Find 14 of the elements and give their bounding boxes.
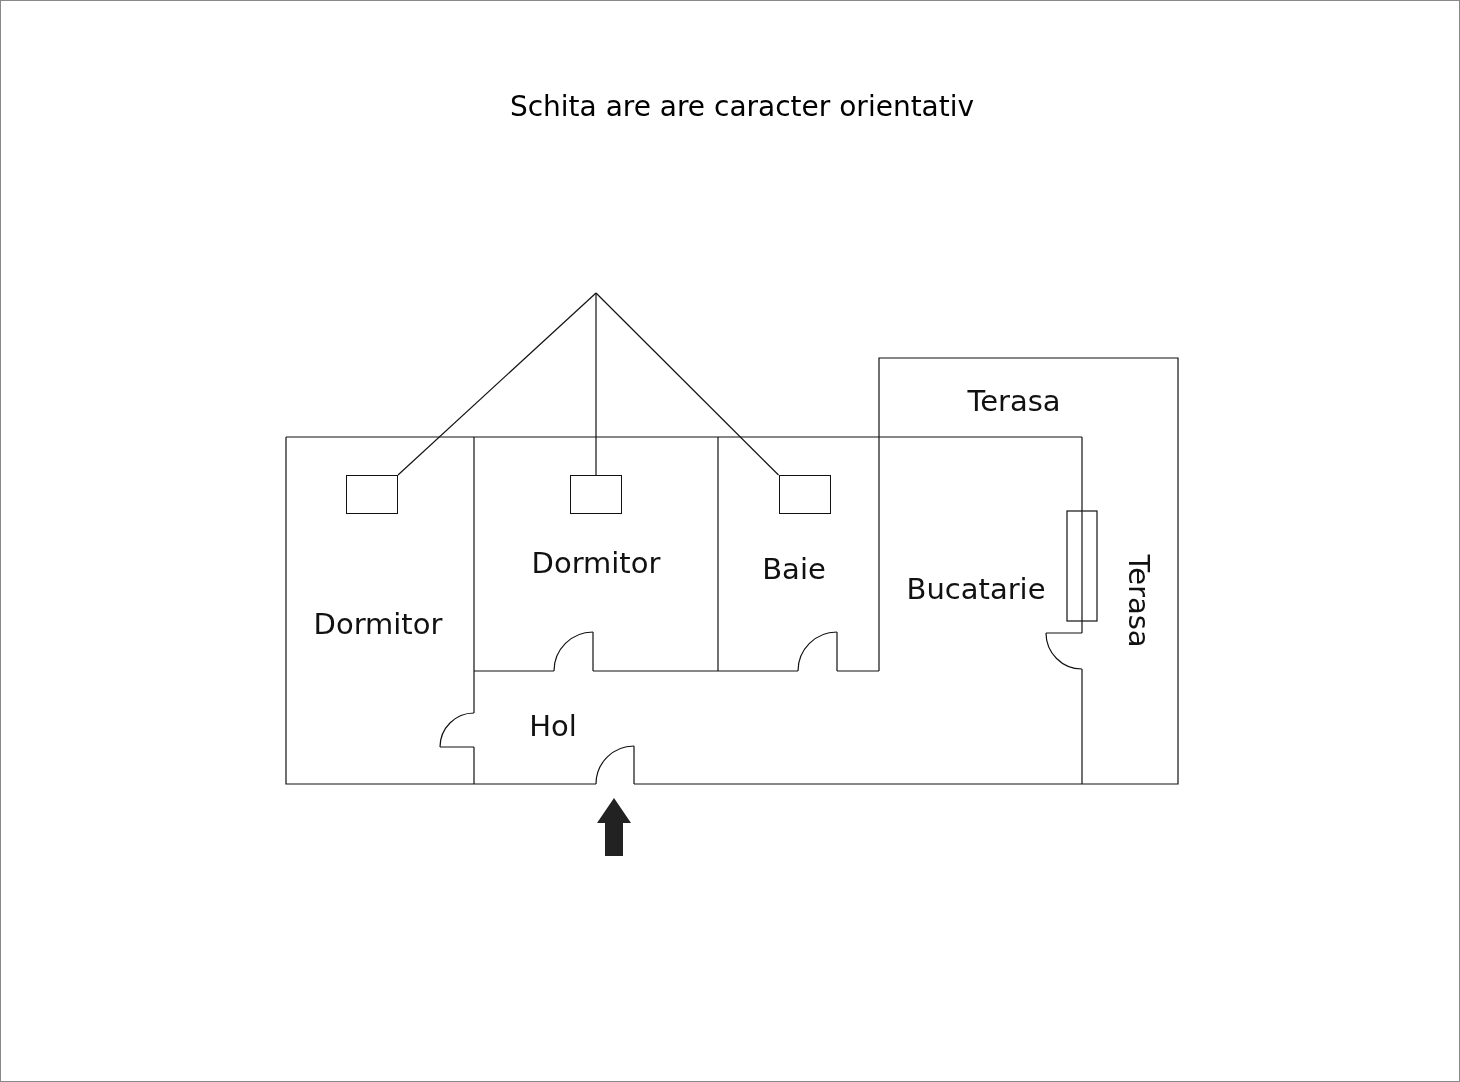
skylight-window	[778, 475, 831, 514]
leader-line	[595, 292, 597, 476]
skylight-window	[570, 475, 622, 514]
room-label: Baie	[762, 552, 826, 586]
room-label: Dormitor	[313, 607, 443, 641]
room-label: Terasa	[967, 384, 1061, 418]
room-label: Bucatarie	[906, 572, 1046, 606]
room-label: Hol	[529, 709, 577, 743]
room-label: Terasa	[1122, 554, 1156, 648]
skylight-window	[346, 475, 398, 514]
diagram-title: Schita are are caracter orientativ	[509, 89, 975, 123]
room-label: Dormitor	[531, 546, 661, 580]
leader-line	[397, 292, 597, 476]
leader-line	[595, 292, 780, 476]
